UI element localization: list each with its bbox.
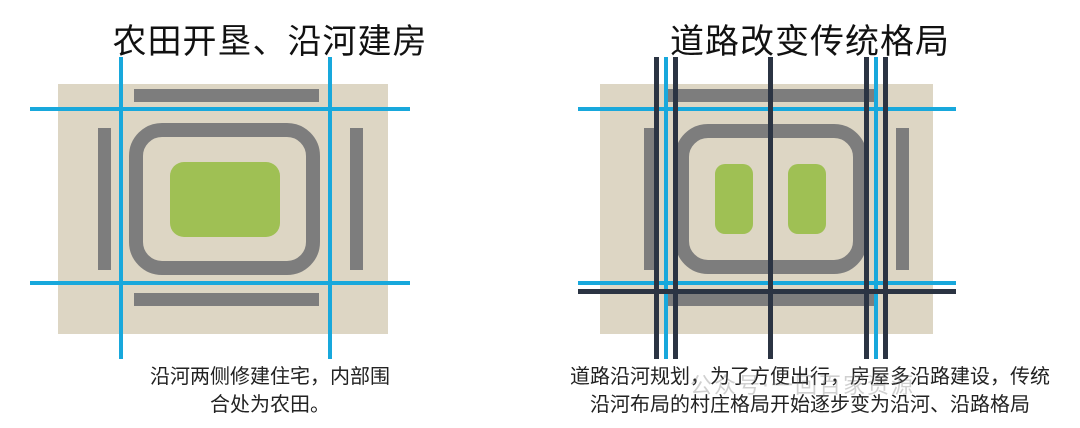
left-caption-line1: 沿河两侧修建住宅，内部围 (150, 364, 390, 388)
right-title: 道路改变传统格局 (670, 22, 950, 62)
right-caption: 道路沿河规划，为了方便出行，房屋多沿路建设，传统 沿河布局的村庄格局开始逐步变为… (540, 362, 1080, 418)
left-caption: 沿河两侧修建住宅，内部围 合处为农田。 (0, 362, 540, 418)
road-vertical-4 (883, 57, 888, 359)
right-diagram (578, 57, 956, 359)
river-vertical-left (664, 57, 668, 359)
house-strip-right (896, 128, 909, 270)
left-caption-line2: 合处为农田。 (210, 392, 330, 416)
right-caption-line1: 道路沿河规划，为了方便出行，房屋多沿路建设，传统 (570, 364, 1050, 388)
house-strip-right (350, 128, 363, 270)
house-ring (129, 123, 320, 275)
panel-right: 道路改变传统格局 道路沿河规划，为了方便出行，房屋多沿路建设，传统 沿河布局的村… (540, 0, 1080, 428)
farmland-left (715, 164, 753, 234)
river-horizontal-top (578, 107, 956, 111)
farmland-right (788, 164, 826, 234)
farmland (170, 162, 280, 237)
left-title: 农田开垦、沿河建房 (112, 22, 428, 62)
road-vertical-1 (654, 57, 659, 359)
river-horizontal-bottom (578, 281, 956, 285)
river-vertical-right (328, 57, 332, 359)
right-caption-line2: 沿河布局的村庄格局开始逐步变为沿河、沿路格局 (590, 392, 1030, 416)
river-vertical-right (874, 57, 878, 359)
river-horizontal-top (30, 107, 410, 111)
house-strip-top (134, 89, 319, 102)
house-strip-left (644, 128, 657, 270)
road-vertical-3 (864, 57, 869, 359)
watermark-text: 公众号·一回百家资源 (690, 374, 915, 399)
river-horizontal-bottom (30, 281, 410, 285)
road-horizontal-bottom (578, 289, 956, 294)
left-diagram (30, 57, 410, 359)
house-strip-left (98, 128, 111, 270)
road-vertical-2 (673, 57, 678, 359)
road-vertical-center (768, 57, 773, 359)
panel-left: 农田开垦、沿河建房 沿河两侧修建住宅，内部围 合处为农田。 (0, 22, 540, 418)
river-vertical-left (119, 57, 123, 359)
house-strip-bottom (134, 293, 319, 306)
